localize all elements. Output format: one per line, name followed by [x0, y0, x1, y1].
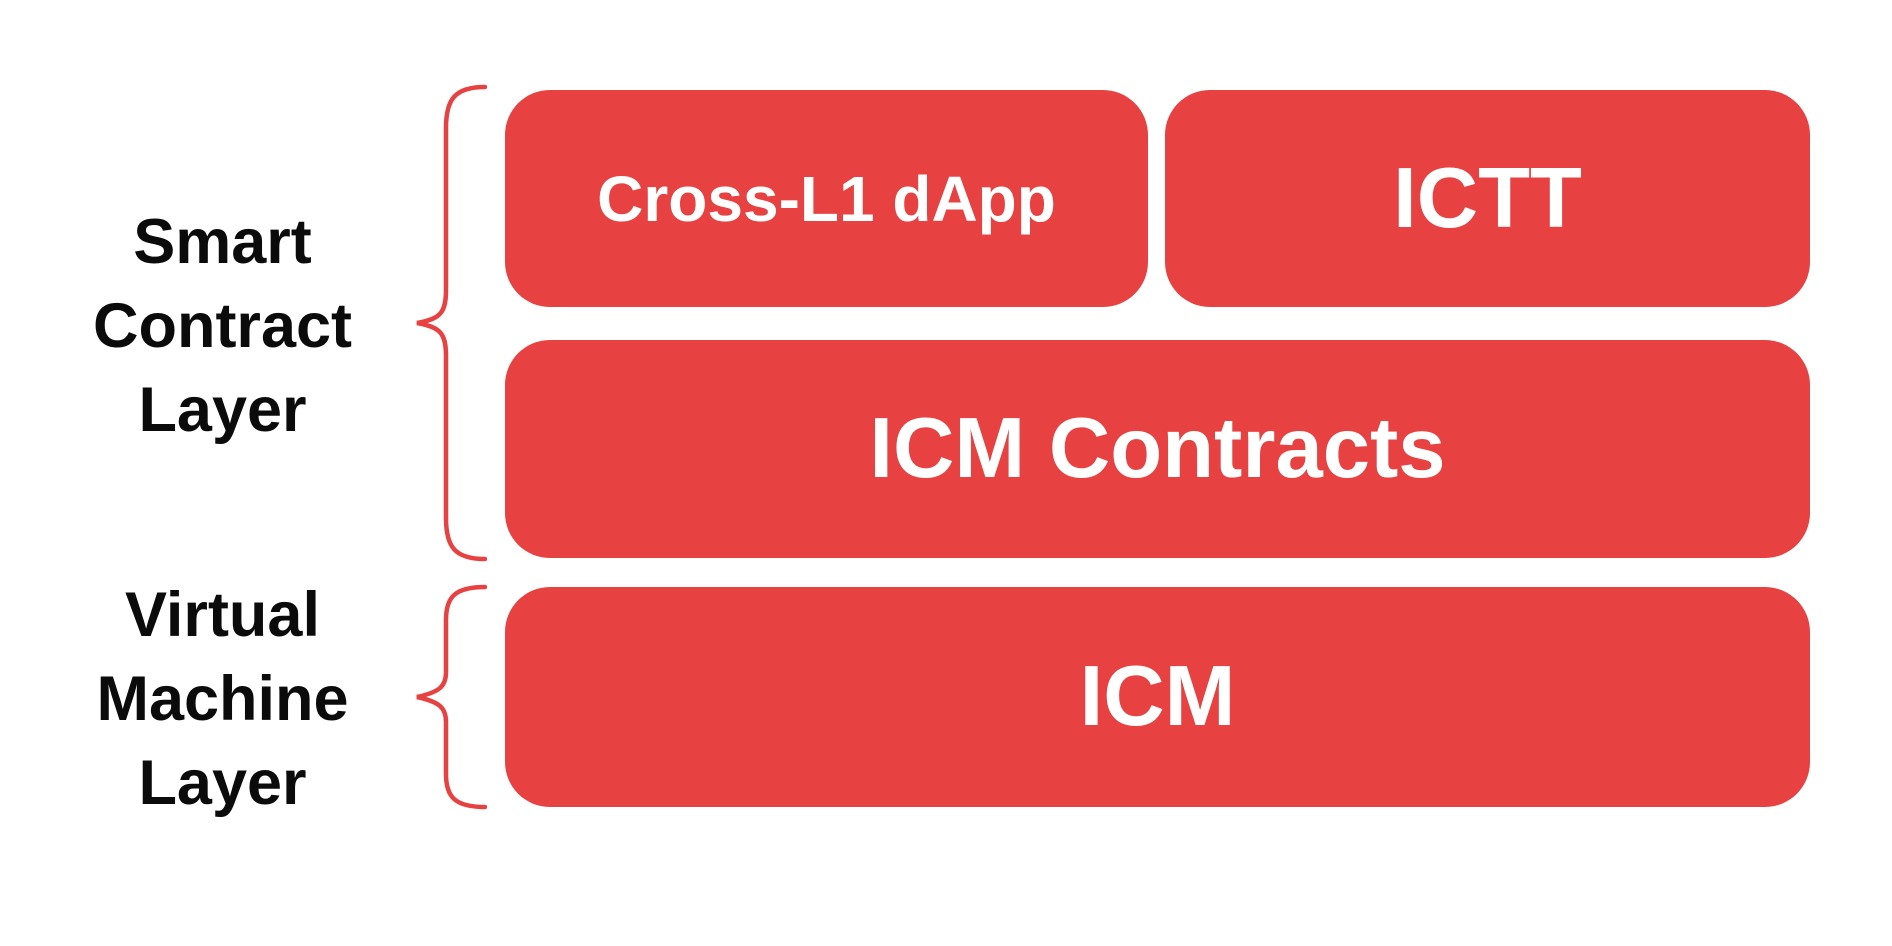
ictt-box: ICTT [1165, 90, 1810, 307]
cross-l1-dapp-box-label: Cross-L1 dApp [597, 162, 1056, 235]
curly-brace-icon [413, 84, 487, 562]
label-line: Layer [138, 748, 307, 818]
virtual-machine-layer-label: Virtual Machine Layer [30, 573, 415, 825]
cross-l1-dapp-box: Cross-L1 dApp [505, 90, 1148, 307]
label-line: Smart [133, 207, 312, 277]
label-line: Virtual [125, 580, 320, 650]
ictt-box-label: ICTT [1393, 150, 1582, 246]
label-line: Layer [138, 375, 307, 445]
icm-contracts-box-label: ICM Contracts [869, 401, 1446, 496]
label-line: Contract [92, 291, 352, 361]
label-line: Machine [96, 664, 349, 734]
smart-contract-layer-label: Smart Contract Layer [30, 200, 415, 452]
curly-brace-icon [413, 584, 487, 810]
icm-contracts-box: ICM Contracts [505, 340, 1810, 558]
icm-box: ICM [505, 587, 1810, 807]
icm-box-label: ICM [1079, 649, 1236, 744]
